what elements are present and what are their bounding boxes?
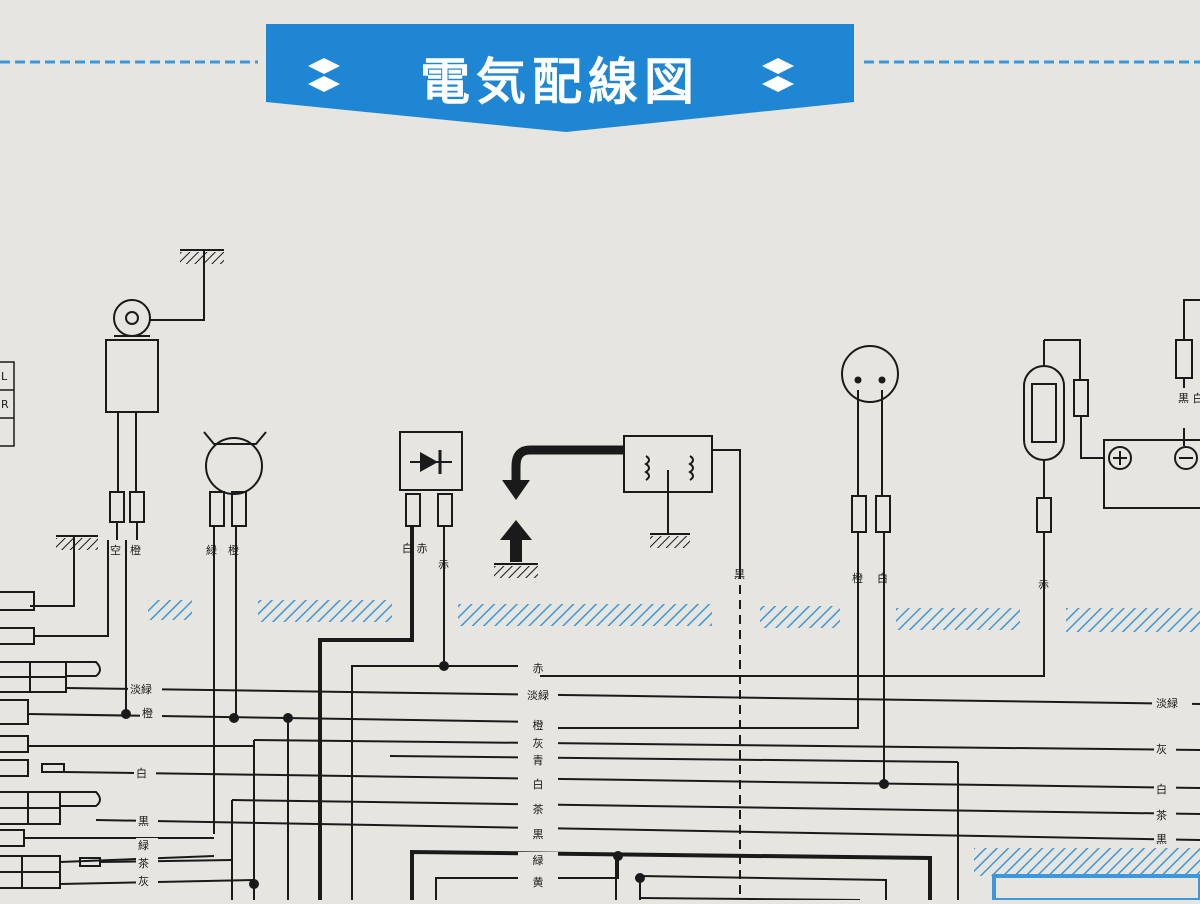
center-label-7: 黒 [533, 828, 544, 841]
suzuki-logo-icon [308, 58, 340, 92]
rectifier-component [399, 431, 463, 527]
left-label-1: 橙 [142, 706, 153, 720]
lamp-component [841, 345, 899, 570]
side-label-l: L [1, 370, 8, 383]
label-lamp-left: 橙 [852, 571, 863, 585]
label-horn-right: 橙 [228, 543, 239, 557]
left-label-6: 灰 [138, 874, 149, 888]
component-drops [34, 526, 1045, 900]
sensor-component [105, 299, 159, 540]
horn-component [203, 431, 267, 527]
left-label-3: 黒 [138, 815, 149, 828]
left-label-0: 淡緑 [130, 682, 152, 696]
label-battery-top: 黒 白 [1178, 391, 1200, 405]
harness-labels-center: 赤 淡緑 橙 灰 青 白 茶 黒 緑 黄 [518, 660, 558, 889]
center-label-8: 緑 [533, 853, 544, 867]
left-label-2: 白 [136, 766, 147, 780]
left-connector-blocks [0, 591, 101, 889]
center-label-3: 灰 [533, 736, 544, 750]
harness-labels-left: 淡緑 橙 白 黒 緑 茶 灰 [128, 682, 162, 888]
title-banner: 電気配線図 [266, 24, 854, 132]
right-label-3: 茶 [1156, 809, 1167, 822]
harness-labels-right: 淡緑 灰 白 茶 黒 [1152, 696, 1192, 846]
label-sensor-left: 空 [110, 543, 121, 557]
fuse-component [1023, 339, 1104, 580]
label-lamp-right: 白 [877, 571, 888, 585]
ground-symbol-top [150, 249, 224, 321]
regulator-component [623, 435, 741, 570]
center-label-2: 橙 [533, 718, 544, 732]
ground-symbol-left [30, 535, 98, 607]
left-label-5: 茶 [138, 857, 149, 870]
center-label-9: 黄 [533, 875, 544, 889]
side-label-r: R [1, 398, 9, 411]
label-sensor-right: 橙 [130, 543, 141, 557]
center-label-6: 茶 [533, 803, 544, 816]
center-label-1: 淡緑 [527, 688, 549, 702]
label-rectifier-right: 赤 [438, 558, 449, 571]
page-title: 電気配線図 [420, 53, 700, 111]
right-label-1: 灰 [1156, 742, 1167, 756]
hatch-separators [148, 600, 1200, 902]
arrow-group [494, 445, 624, 578]
label-rectifier-left: 白 赤 [402, 541, 428, 555]
right-label-4: 黒 [1156, 833, 1167, 846]
center-label-5: 白 [533, 777, 544, 791]
label-horn-left: 緑 [206, 543, 217, 557]
banner-shape [266, 24, 854, 132]
junction-dots [121, 661, 889, 889]
right-label-2: 白 [1156, 782, 1167, 796]
suzuki-logo-icon [762, 58, 794, 92]
center-label-0: 赤 [533, 662, 544, 675]
center-label-4: 青 [533, 754, 544, 767]
component-wire-labels: 空 橙 緑 橙 白 赤 赤 黒 橙 白 赤 黒 白 [110, 391, 1200, 591]
right-label-0: 淡緑 [1156, 696, 1178, 710]
label-fuse-wire: 赤 [1038, 578, 1049, 591]
label-regulator-wire: 黒 [734, 568, 745, 581]
lr-switch-box [0, 361, 15, 447]
battery-component [1103, 299, 1200, 509]
left-label-4: 緑 [138, 838, 149, 852]
